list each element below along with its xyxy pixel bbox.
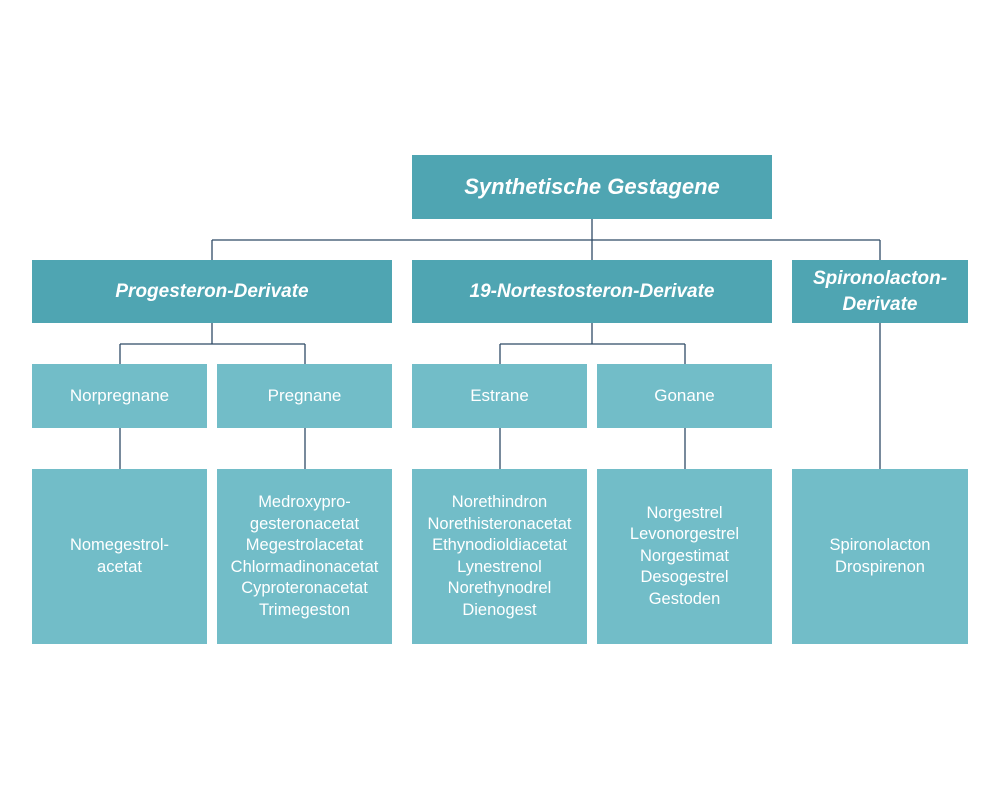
root-node: Synthetische Gestagene <box>412 155 772 219</box>
category-spironolacton-line: Derivate <box>842 293 918 315</box>
category-nortestosteron: 19-Nortestosteron-Derivate <box>412 260 772 323</box>
subgroup-estrane-label: Estrane <box>470 386 529 405</box>
substance-line: Medroxypro- <box>258 493 351 511</box>
subgroup-norpregnane: Norpregnane <box>32 364 207 428</box>
category-nortestosteron-label: 19-Nortestosteron-Derivate <box>469 280 715 302</box>
subgroup-estrane: Estrane <box>412 364 587 428</box>
substance-line: Levonorgestrel <box>629 525 740 544</box>
category-spironolacton: Spironolacton- Derivate <box>792 260 968 323</box>
substance-line: Ethynodioldiacetat <box>432 536 567 554</box>
substance-line: Megestrolacetat <box>245 536 364 554</box>
substance-line: Norethynodrel <box>447 579 552 597</box>
substance-line: Dienogest <box>462 600 537 619</box>
substance-line: Norgestimat <box>640 546 729 565</box>
substance-line: Norethindron <box>451 493 548 511</box>
substance-line: acetat <box>97 557 142 576</box>
substance-line: Norethisteronacetat <box>427 514 572 533</box>
subgroup-pregnane: Pregnane <box>217 364 392 428</box>
subgroup-gonane-label: Gonane <box>654 386 715 405</box>
substance-line: Spironolacton <box>829 536 931 554</box>
substance-line: Desogestrel <box>640 568 729 587</box>
substance-line: Chlormadinonacetat <box>230 557 379 576</box>
substance-line: Gestoden <box>648 589 721 608</box>
substances-gonane: Norgestrel Levonorgestrel Norgestimat De… <box>597 469 772 644</box>
category-spironolacton-line: Spironolacton- <box>812 267 948 289</box>
subgroup-gonane: Gonane <box>597 364 772 428</box>
subgroup-norpregnane-label: Norpregnane <box>69 386 170 405</box>
category-progesteron: Progesteron-Derivate <box>32 260 392 323</box>
substance-line: Trimegeston <box>258 600 351 619</box>
subgroup-pregnane-label: Pregnane <box>267 386 342 405</box>
root-title: Synthetische Gestagene <box>464 174 720 199</box>
substances-pregnane: Medroxypro- gesteronacetat Megestrolacet… <box>217 469 392 644</box>
substance-line: Norgestrel <box>646 503 723 522</box>
substance-line: Drospirenon <box>835 557 925 576</box>
substances-spironolacton: Spironolacton Drospirenon <box>792 469 968 644</box>
substances-norpregnane: Nomegestrol- acetat <box>32 469 207 644</box>
substances-estrane: Norethindron Norethisteronacetat Ethynod… <box>412 469 587 644</box>
substance-line: gesteronacetat <box>249 514 360 533</box>
substance-line: Nomegestrol- <box>69 536 170 554</box>
substance-line: Lynestrenol <box>457 557 542 576</box>
substance-line: Cyproteronacetat <box>241 579 368 597</box>
category-progesteron-label: Progesteron-Derivate <box>115 280 309 302</box>
